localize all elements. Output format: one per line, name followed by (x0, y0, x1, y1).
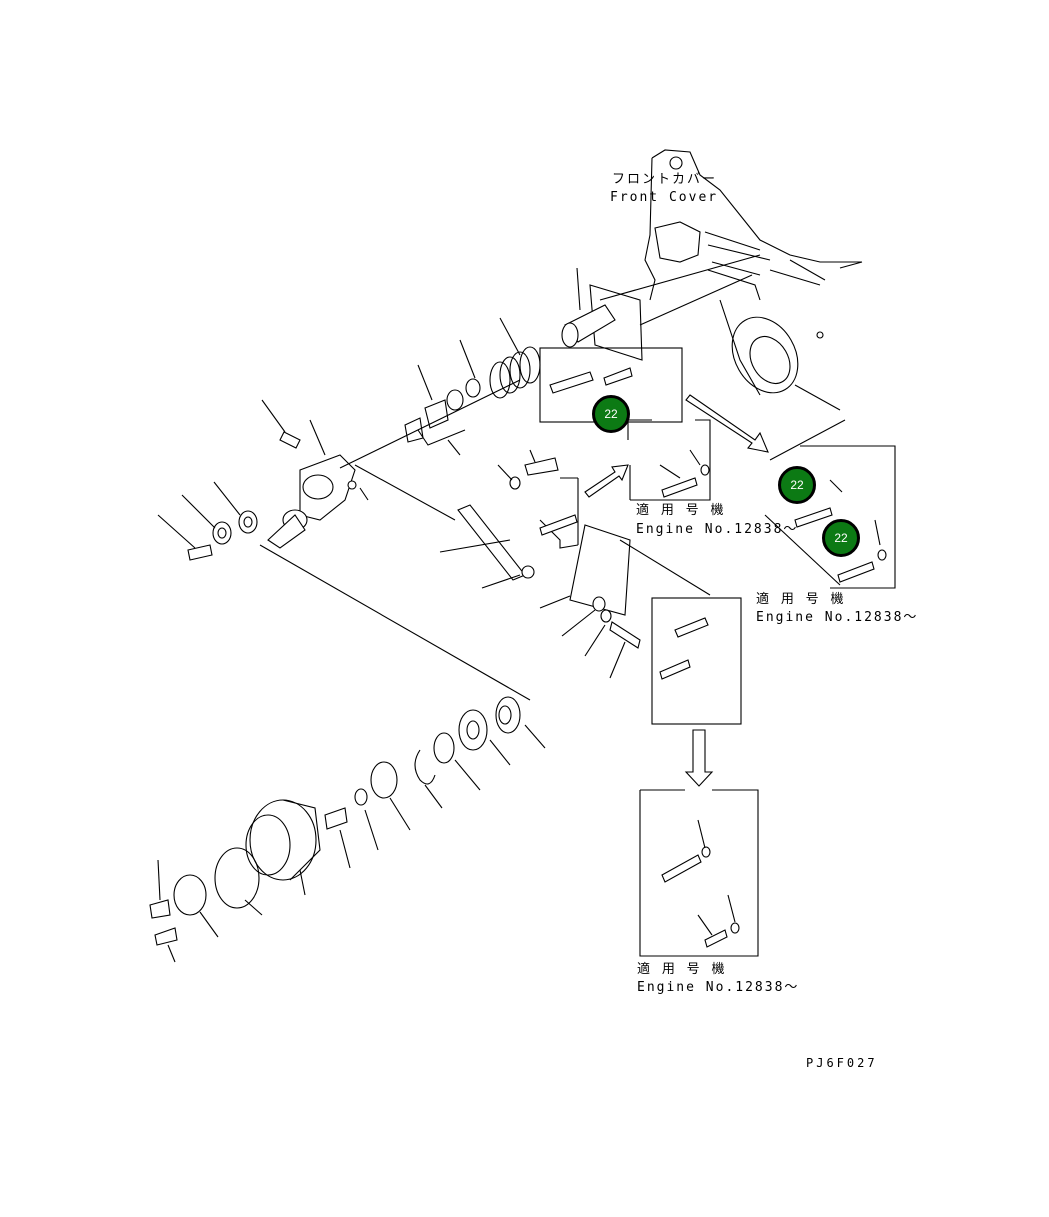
applicable-label-jp-3: 適 用 号 機 (637, 962, 727, 977)
engine-no-label-1: Engine No.12838～ (636, 522, 799, 537)
spring-and-washers (404, 317, 541, 456)
front-cover (644, 149, 863, 411)
pulley-assembly (149, 696, 546, 963)
callout-22-badge[interactable]: 22 (592, 395, 630, 433)
right-note-box (764, 419, 896, 589)
figure-id-label: PJ6F027 (806, 1056, 878, 1070)
engine-no-label-3: Engine No.12838～ (637, 980, 800, 995)
middle-note-bracket (584, 394, 769, 501)
callout-22-badge[interactable]: 22 (822, 519, 860, 557)
front-cover-label-jp: フロントカバー (612, 172, 718, 187)
engine-no-label-2: Engine No.12838～ (756, 610, 919, 625)
front-cover-label-en: Front Cover (610, 190, 719, 205)
applicable-label-jp-1: 適 用 号 機 (636, 503, 726, 518)
lower-bracket (539, 524, 742, 725)
lower-note-box (639, 729, 759, 957)
callout-22-badge[interactable]: 22 (778, 466, 816, 504)
applicable-label-jp-2: 適 用 号 機 (756, 592, 846, 607)
upper-bracket-assembly (539, 254, 761, 423)
left-washers-bolt (157, 481, 258, 561)
tensioner-body (259, 379, 531, 701)
adjusting-arm (439, 449, 579, 589)
